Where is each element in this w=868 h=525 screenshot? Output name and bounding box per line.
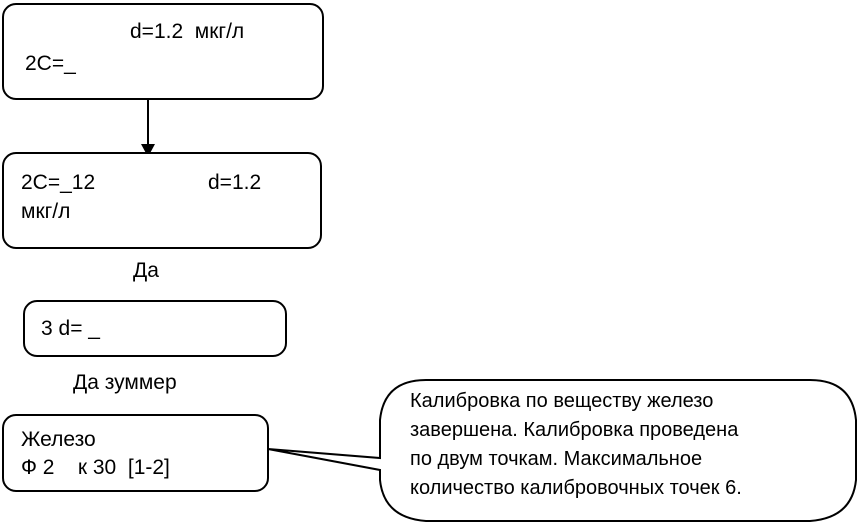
flow-arrow-head — [141, 144, 155, 157]
display-screen-4: Железо Ф 2 к 30 [1-2] — [2, 414, 269, 492]
callout-line-3: по двум точкам. Максимальное — [410, 448, 703, 470]
screen-3-line-1: 3 d= _ — [41, 317, 100, 340]
screen-1-line-2: 2C=_ — [25, 52, 76, 75]
caption-yes: Да — [133, 259, 159, 282]
screen-2-line-1-left: 2C=_12 — [21, 171, 96, 194]
callout-balloon — [267, 379, 857, 522]
screen-4-line-1: Железо — [21, 428, 96, 451]
callout-line-2: завершена. Калибровка проведена — [410, 419, 739, 441]
screen-2-line-1-right: d=1.2 — [208, 171, 262, 194]
callout-text: Калибровка по веществу железо завершена.… — [410, 387, 742, 503]
screen-2-line-2: мкг/л — [21, 200, 71, 223]
caption-yes-buzzer: Да зуммер — [73, 371, 177, 394]
display-screen-3: 3 d= _ — [23, 300, 287, 357]
callout-line-1: Калибровка по веществу железо — [410, 390, 714, 412]
screen-1-line-1: d=1.2 мкг/л — [130, 20, 245, 43]
screen-4-line-2: Ф 2 к 30 [1-2] — [21, 456, 170, 479]
callout-line-4: количество калибровочных точек 6. — [410, 477, 742, 499]
display-screen-1: d=1.2 мкг/л 2C=_ — [2, 3, 324, 100]
display-screen-2: 2C=_12 d=1.2 мкг/л — [2, 152, 322, 249]
